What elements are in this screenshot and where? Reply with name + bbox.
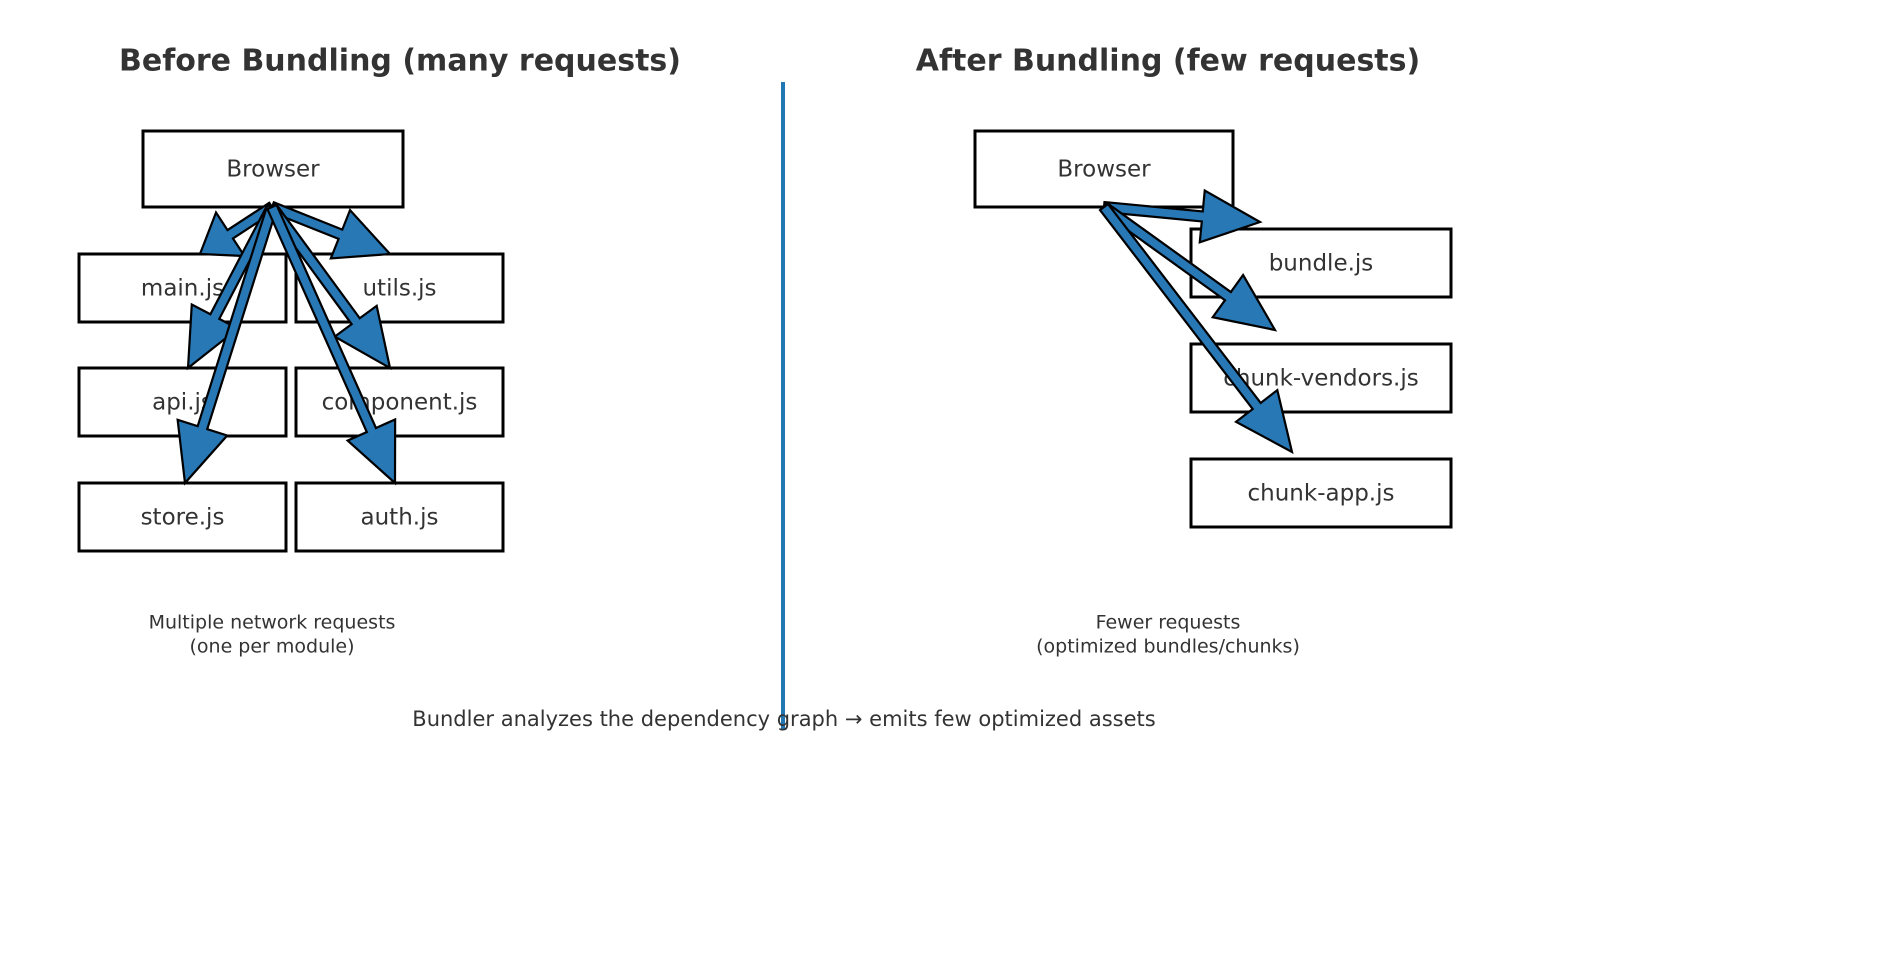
bundle-box-chunk-vendors-js[interactable]: chunk-vendors.js bbox=[1189, 342, 1453, 414]
bundle-box-bundle-js[interactable]: bundle.js bbox=[1189, 227, 1453, 299]
caption-line-1: (one per module) bbox=[189, 636, 354, 658]
caption-line-1: (optimized bundles/chunks) bbox=[1036, 636, 1300, 658]
node-label: chunk-vendors.js bbox=[1223, 366, 1419, 392]
left-panel-title: Before Bundling (many requests) bbox=[119, 44, 681, 79]
node-label: store.js bbox=[141, 505, 225, 531]
node-label: bundle.js bbox=[1269, 251, 1374, 277]
footer-caption: Bundler analyzes the dependency graph → … bbox=[412, 707, 1155, 731]
right-panel: After Bundling (few requests) Browser bu… bbox=[916, 44, 1453, 658]
module-box-store-js[interactable]: store.js bbox=[77, 481, 288, 553]
right-browser-node[interactable]: Browser bbox=[973, 129, 1235, 209]
node-label: Browser bbox=[1057, 157, 1151, 183]
browser-box[interactable]: Browser bbox=[973, 129, 1235, 209]
right-panel-title: After Bundling (few requests) bbox=[916, 44, 1420, 79]
right-bundle-nodes: bundle.js chunk-vendors.js chunk-app.js bbox=[1189, 227, 1453, 529]
caption-line-0: Fewer requests bbox=[1096, 612, 1241, 634]
browser-box[interactable]: Browser bbox=[141, 129, 405, 209]
arrow-browser-to-chunk-app-js bbox=[1098, 202, 1294, 455]
node-box[interactable] bbox=[141, 129, 405, 209]
arrow-browser-to-component-js bbox=[266, 202, 392, 371]
left-panel-caption: Multiple network requests(one per module… bbox=[149, 612, 396, 658]
node-label: utils.js bbox=[362, 276, 436, 302]
arrow-browser-to-utils-js bbox=[268, 200, 393, 260]
node-box[interactable] bbox=[294, 481, 505, 553]
node-label: Browser bbox=[226, 157, 320, 183]
module-box-auth-js[interactable]: auth.js bbox=[294, 481, 505, 553]
caption-line-0: Multiple network requests bbox=[149, 612, 396, 634]
arrow-browser-to-chunk-vendors-js bbox=[1099, 201, 1278, 332]
bundle-box-chunk-app-js[interactable]: chunk-app.js bbox=[1189, 457, 1453, 529]
left-panel: Before Bundling (many requests) Browser … bbox=[77, 44, 681, 658]
node-box[interactable] bbox=[294, 366, 505, 438]
arrow-browser-to-auth-js bbox=[265, 203, 397, 486]
node-box[interactable] bbox=[77, 481, 288, 553]
left-browser-node[interactable]: Browser bbox=[141, 129, 405, 209]
node-box[interactable] bbox=[973, 129, 1235, 209]
module-box-component-js[interactable]: component.js bbox=[294, 366, 505, 438]
right-panel-caption: Fewer requests(optimized bundles/chunks) bbox=[1036, 612, 1300, 658]
node-label: main.js bbox=[141, 276, 224, 302]
right-panel-arrows-overlay bbox=[1098, 188, 1294, 455]
arrow-browser-to-bundle-js bbox=[1102, 188, 1263, 244]
node-label: component.js bbox=[322, 390, 478, 416]
node-label: auth.js bbox=[361, 505, 439, 531]
left-panel-arrows-overlay bbox=[176, 200, 397, 486]
node-label: chunk-app.js bbox=[1248, 481, 1395, 507]
arrow-browser-to-store-js bbox=[176, 204, 279, 486]
node-box[interactable] bbox=[1189, 457, 1453, 529]
